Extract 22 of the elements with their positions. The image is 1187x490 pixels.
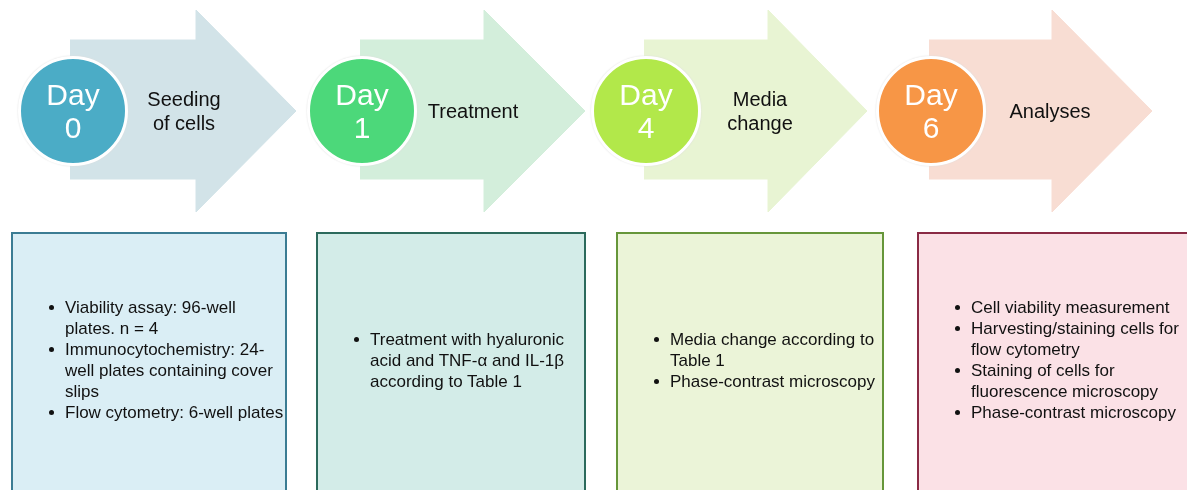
bullet-text: Phase-contrast microscopy (670, 370, 877, 392)
day-label: Day 1 (334, 78, 390, 144)
step-label: Seeding of cells (146, 87, 222, 135)
bullet-text: Viability assay: 96-well plates. n = 4 (65, 297, 237, 339)
bullet-text: Immunocytochemistry: 24-well plates containing cover slips (65, 339, 274, 402)
info-box (316, 232, 586, 490)
step-label: Media change (726, 87, 794, 135)
bullet-text: Phase-contrast microscopy (971, 402, 1178, 423)
day-label: Day 6 (903, 78, 959, 144)
info-box (11, 232, 287, 490)
bullet-text: Staining of cells for fluorescence microscopy (971, 360, 1160, 402)
step-label: Treatment (426, 99, 520, 123)
info-box (917, 232, 1187, 490)
day-label: Day 0 (45, 78, 101, 144)
bullet-text: Flow cytometry: 6-well plates (65, 402, 285, 423)
bullet-text: Cell viability measurement (971, 297, 1171, 318)
bullet-text: Media change according to Table 1 (670, 328, 876, 371)
step-label: Analyses (1008, 99, 1092, 123)
day-label: Day 4 (618, 78, 674, 144)
bullet-text: Treatment with hyaluronic acid and TNF-α and IL-1β according to Table 1 (370, 328, 566, 392)
info-box (616, 232, 884, 490)
bullet-text: Harvesting/staining cells for flow cytometry (971, 318, 1180, 360)
